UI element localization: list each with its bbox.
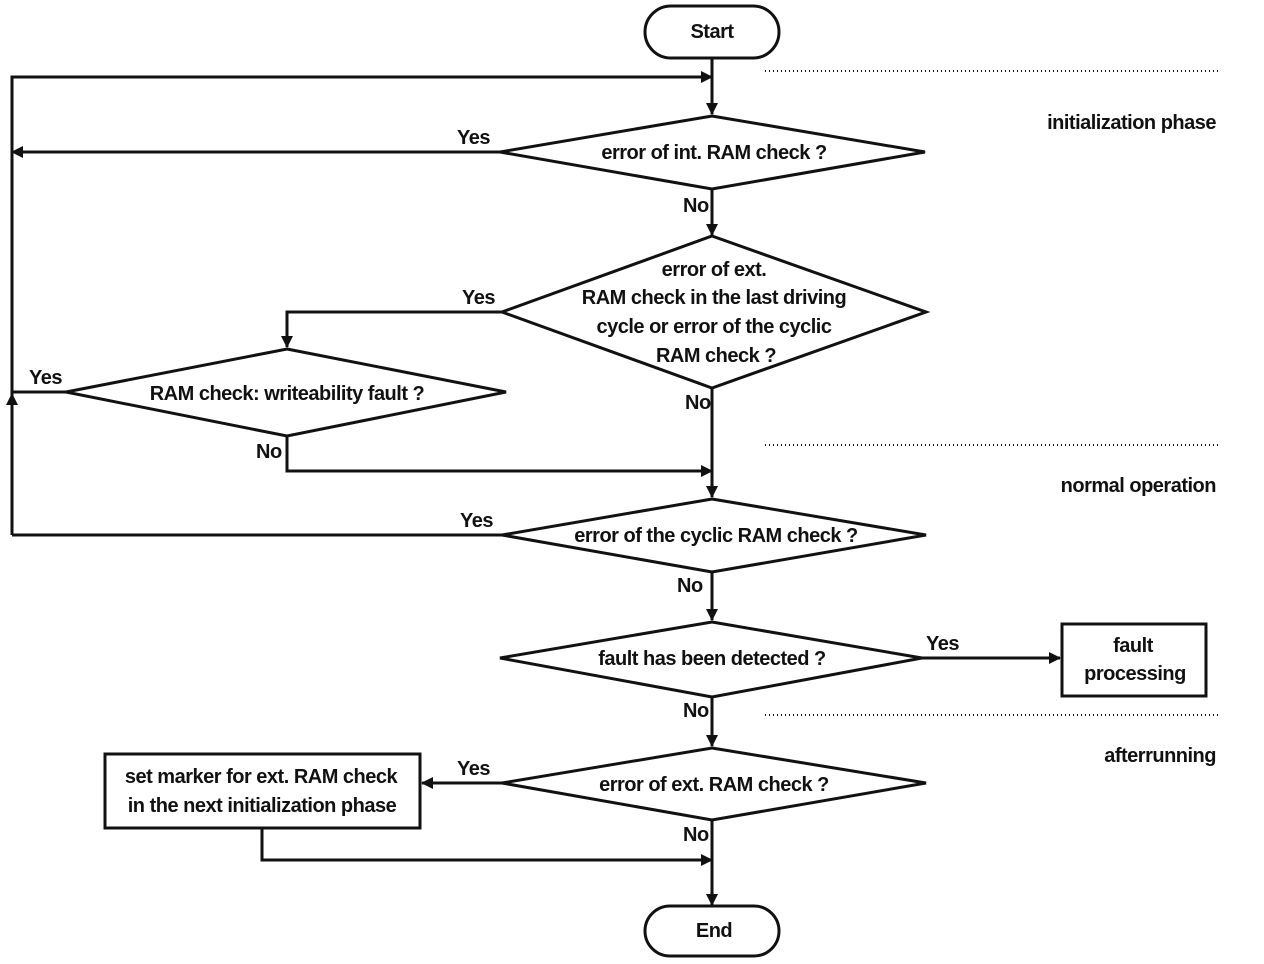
label-no-cyclic: No xyxy=(677,575,703,597)
ext-ram-last-label-4: RAM check ? xyxy=(656,345,776,367)
cyclic-ram-label: error of the cyclic RAM check ? xyxy=(574,525,858,547)
cyclic-ram-decision xyxy=(501,497,927,574)
ext-ram-last-label-1: error of ext. xyxy=(662,259,767,281)
label-yes-int-ram: Yes xyxy=(457,127,490,149)
writeability-label: RAM check: writeability fault ? xyxy=(150,383,425,405)
label-yes-cyclic: Yes xyxy=(460,510,493,532)
ext-ram-last-label-2: RAM check in the last driving xyxy=(582,287,846,309)
fault-processing-box xyxy=(1060,622,1208,698)
edge-set-marker-to-end xyxy=(260,828,713,866)
label-yes-fault: Yes xyxy=(926,633,959,655)
label-no-ext-ram-last: No xyxy=(685,392,711,414)
set-marker-label-2: in the next initialization phase xyxy=(128,795,397,817)
start-terminal xyxy=(643,4,781,60)
fault-processing-label-2: processing xyxy=(1084,663,1186,685)
label-no-fault: No xyxy=(683,700,709,722)
fault-detected-decision xyxy=(499,620,923,699)
phase-label-afterrunning: afterrunning xyxy=(1104,745,1216,767)
fault-processing-label-1: fault xyxy=(1113,635,1154,657)
edge-ext-ram-last-yes xyxy=(281,310,504,348)
start-label: Start xyxy=(690,21,734,43)
end-terminal xyxy=(643,904,781,958)
fault-detected-label: fault has been detected ? xyxy=(598,648,826,670)
ext-ram-decision xyxy=(501,746,927,822)
edge-loop-back xyxy=(10,71,713,535)
ext-ram-last-label-3: cycle or error of the cyclic xyxy=(596,316,831,338)
phase-label-initialization: initialization phase xyxy=(1047,112,1216,134)
writeability-decision xyxy=(65,347,507,438)
set-marker-box xyxy=(103,752,422,830)
phase-label-normal: normal operation xyxy=(1061,475,1216,497)
label-no-ext-ram: No xyxy=(683,824,709,846)
label-no-int-ram: No xyxy=(683,195,709,217)
ext-ram-last-decision xyxy=(497,234,931,390)
label-yes-ext-ram-last: Yes xyxy=(462,287,495,309)
int-ram-label: error of int. RAM check ? xyxy=(601,142,827,164)
label-yes-ext-ram: Yes xyxy=(457,758,490,780)
edge-writeability-no xyxy=(285,436,713,477)
ext-ram-label: error of ext. RAM check ? xyxy=(599,774,829,796)
label-no-writeability: No xyxy=(256,441,282,463)
set-marker-label-1: set marker for ext. RAM check xyxy=(125,766,399,788)
label-yes-writeability: Yes xyxy=(29,367,62,389)
end-label: End xyxy=(696,920,732,942)
int-ram-decision xyxy=(499,114,926,191)
